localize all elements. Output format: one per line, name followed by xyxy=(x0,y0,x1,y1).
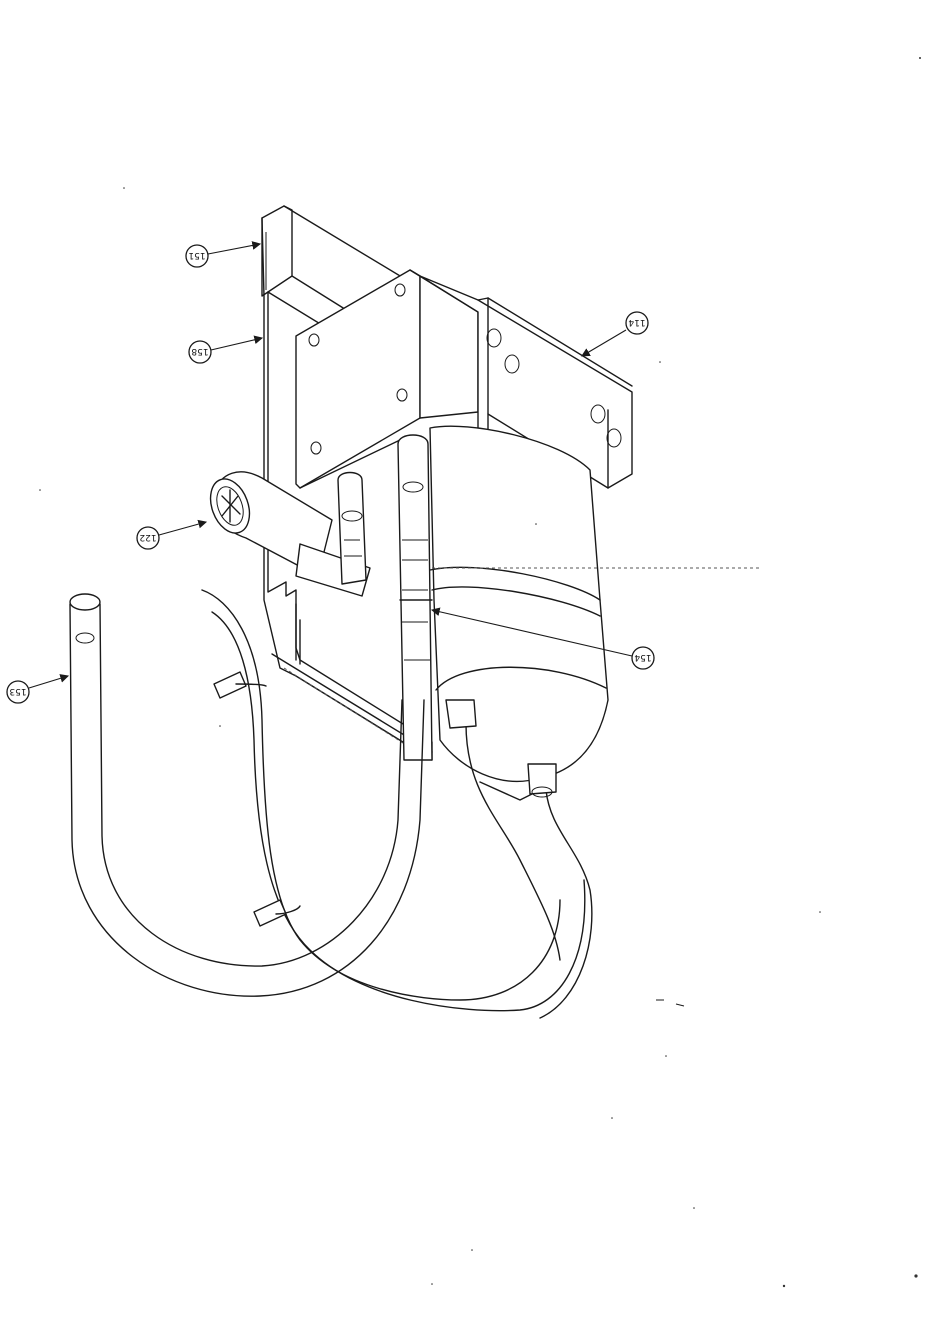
callout-151: 151 xyxy=(186,244,260,267)
callout-label: 151 xyxy=(188,250,205,260)
inlet-valve-fitting xyxy=(204,472,370,596)
callout-label: 114 xyxy=(628,317,645,327)
callout-153: 153 xyxy=(7,676,68,703)
u-shaped-hose xyxy=(70,594,424,996)
callout-114: 114 xyxy=(582,312,648,356)
motor-cylinder xyxy=(430,426,760,800)
callout-122: 122 xyxy=(137,522,206,549)
outlet-tube-vertical xyxy=(398,435,432,760)
callout-label: 158 xyxy=(191,346,208,356)
callout-label: 122 xyxy=(139,532,156,542)
callout-label: 153 xyxy=(9,686,26,696)
callout-label: 154 xyxy=(634,652,651,662)
callout-158: 158 xyxy=(189,338,262,363)
